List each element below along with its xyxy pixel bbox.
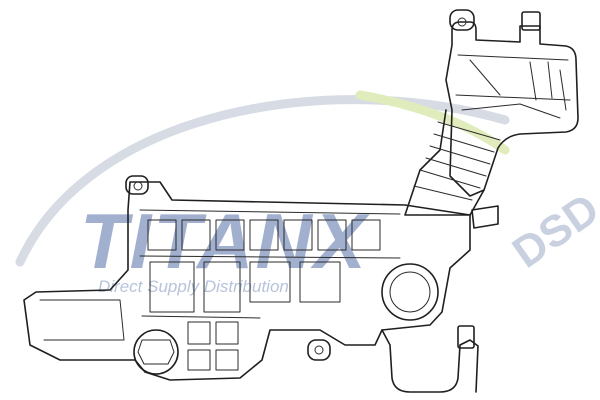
- rib-cell: [283, 219, 313, 251]
- rib-cell: [215, 219, 245, 251]
- watermark-arc: [15, 95, 510, 267]
- compartment-ribs: [39, 209, 401, 371]
- watermark-tagline: Direct Supply Distribution: [98, 277, 289, 296]
- rib-cell: [181, 219, 211, 251]
- mount-tab-bottom: [307, 339, 331, 361]
- mount-hole-top: [457, 17, 467, 27]
- rib-cell: [215, 349, 239, 371]
- inner-wall: [39, 209, 401, 341]
- rib-cell: [317, 219, 347, 251]
- neck-ribs: [413, 121, 501, 201]
- filler-cap-inner: [389, 271, 431, 313]
- rib-cell: [187, 321, 211, 345]
- outlet-pipe: [381, 329, 479, 393]
- upper-tank: [445, 21, 579, 197]
- rib-cell: [203, 261, 241, 313]
- rib-cell: [187, 349, 211, 371]
- rib-cell: [249, 261, 291, 303]
- rib-cell: [351, 219, 381, 251]
- mount-tab-top: [449, 9, 475, 31]
- sensor-port-detail: [137, 339, 175, 365]
- rib-cell: [249, 219, 279, 251]
- upper-tank-detail: [455, 54, 571, 119]
- filler-neck: [521, 11, 541, 31]
- watermark: TITANX DSD Direct Supply Distribution: [15, 90, 600, 296]
- rib-cell: [149, 261, 195, 313]
- rib-cell: [147, 219, 177, 251]
- rib-cell: [215, 321, 239, 345]
- rib-cell: [299, 261, 341, 303]
- filler-cap: [381, 263, 439, 321]
- lower-tank: [23, 181, 471, 381]
- mount-tab-left: [125, 175, 149, 195]
- watermark-suffix: DSD: [504, 184, 600, 277]
- side-bracket: [471, 205, 499, 229]
- mount-hole-left: [133, 181, 143, 191]
- watermark-brand: TITANX: [80, 197, 370, 285]
- sensor-port: [133, 329, 179, 375]
- outlet-nozzle: [457, 325, 475, 349]
- reservoir-outline: [23, 9, 579, 393]
- mount-hole-bottom: [314, 345, 324, 355]
- watermark-arc-accent: [355, 90, 510, 155]
